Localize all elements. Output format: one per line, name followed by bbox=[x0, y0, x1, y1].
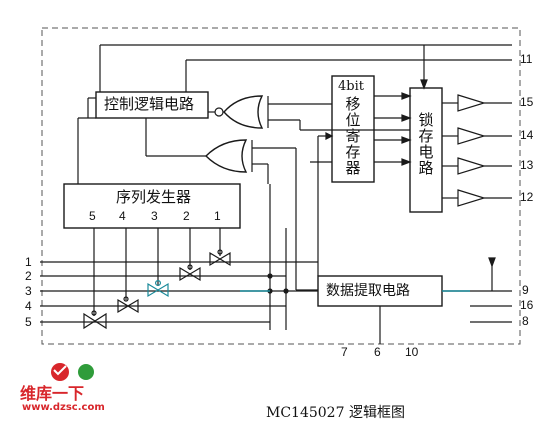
or-gate-top bbox=[223, 95, 264, 129]
pin-right-9: 9 bbox=[522, 283, 529, 297]
tap-label-2: 2 bbox=[183, 209, 190, 223]
data-extract-label: 数据提取电路 bbox=[326, 283, 410, 299]
tgate-5 bbox=[83, 312, 107, 330]
buffer-12 bbox=[457, 189, 487, 207]
transmission-gates bbox=[83, 249, 231, 330]
shift-register-box bbox=[331, 75, 375, 183]
input-pin-lines bbox=[40, 261, 318, 323]
output-buffers bbox=[442, 94, 512, 207]
pin-right-13: 13 bbox=[520, 158, 534, 172]
pin-bottom-10: 10 bbox=[405, 345, 419, 359]
pin-bottom-7: 7 bbox=[341, 345, 348, 359]
shift-register-label: 移 位 寄 存 器 bbox=[345, 95, 361, 177]
pin-right-11: 11 bbox=[520, 52, 533, 66]
routing-wires bbox=[77, 44, 512, 344]
tap-label-5: 5 bbox=[89, 209, 96, 223]
pin-right-8: 8 bbox=[522, 314, 529, 328]
buffer-14 bbox=[457, 127, 487, 145]
tap-label-1: 1 bbox=[214, 209, 221, 223]
latch-label: 锁 存 电 路 bbox=[418, 111, 434, 177]
pin-right-15: 15 bbox=[520, 95, 534, 109]
control-logic-box bbox=[95, 91, 209, 119]
pin-left-1: 1 bbox=[25, 255, 32, 269]
watermark-logo-mark bbox=[51, 363, 94, 381]
tap-label-3: 3 bbox=[151, 209, 158, 223]
tap-label-4: 4 bbox=[119, 209, 126, 223]
pin-right-16: 16 bbox=[520, 298, 534, 312]
tgate-4 bbox=[117, 298, 139, 314]
watermark-logo-text: 维库一下 bbox=[20, 384, 85, 403]
tgate-1 bbox=[209, 251, 231, 267]
pin-right-14: 14 bbox=[520, 128, 534, 142]
watermark-url: www.dzsc.com bbox=[22, 402, 105, 413]
or-gate-bottom bbox=[205, 139, 248, 173]
pin-right-12: 12 bbox=[520, 190, 534, 204]
shift-register-width-label: 4bit bbox=[338, 79, 364, 94]
outer-dashed-border bbox=[41, 27, 521, 345]
pin-bottom-6: 6 bbox=[374, 345, 381, 359]
sequence-generator-label: 序列发生器 bbox=[116, 188, 192, 206]
pin-left-4: 4 bbox=[25, 299, 32, 313]
or-gate-top-bubble bbox=[214, 107, 224, 117]
pin-left-2: 2 bbox=[25, 269, 32, 283]
pin-left-5: 5 bbox=[25, 315, 32, 329]
tgate-2 bbox=[179, 266, 201, 282]
sequence-generator-box bbox=[63, 183, 241, 229]
register-to-latch bbox=[374, 92, 412, 166]
pin-left-3: 3 bbox=[25, 284, 32, 298]
control-logic-label: 控制逻辑电路 bbox=[104, 95, 195, 113]
diagram-caption: MC145027 逻辑框图 bbox=[266, 405, 405, 421]
latch-box bbox=[409, 87, 443, 213]
buffer-13 bbox=[457, 157, 487, 175]
tgate-3 bbox=[147, 282, 169, 298]
sequence-taps bbox=[93, 228, 221, 316]
buffer-15 bbox=[457, 94, 487, 112]
